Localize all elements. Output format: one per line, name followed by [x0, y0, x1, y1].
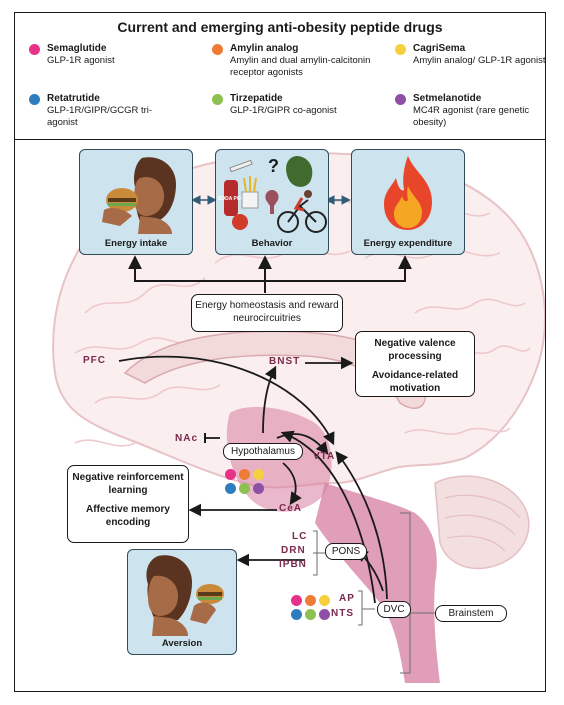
aversion-panel: Aversion — [127, 549, 237, 655]
drug-description: GLP-1R agonist — [47, 55, 115, 66]
tirzepatide-dot — [305, 609, 316, 620]
cagrisema-dot — [319, 595, 330, 606]
legend-title: Current and emerging anti-obesity peptid… — [117, 19, 443, 35]
tirzepatide-dot — [212, 94, 223, 105]
nac-label: NAc — [175, 433, 199, 444]
dvc-drug-dots — [291, 595, 337, 623]
drug-name: Semaglutide — [47, 43, 107, 54]
bnst-label: BNST — [269, 356, 301, 367]
amylin-analog-dot — [212, 44, 223, 55]
drug-description: Amylin and dual amylin-calcitonin recept… — [230, 55, 371, 78]
vta-label: VTA — [313, 451, 336, 462]
drn-label: DRN — [281, 545, 306, 556]
affective-memory-text: Affective memory encoding — [86, 504, 170, 528]
ap-label: AP — [339, 593, 355, 604]
drug-description: MC4R agonist (rare genetic obesity) — [413, 105, 530, 128]
drug-name: CagriSema — [413, 43, 466, 54]
negative-reinforcement-box: Negative reinforcement learning Affectiv… — [67, 465, 189, 543]
cerebellum — [434, 475, 530, 570]
cea-label: CeA — [279, 503, 303, 514]
drug-name: Retatrutide — [47, 93, 100, 104]
negative-valence-box: Negative valence processing Avoidance-re… — [355, 331, 475, 397]
tirzepatide-dot — [239, 483, 250, 494]
retatrutide-dot — [29, 94, 40, 105]
lc-label: LC — [292, 531, 308, 542]
brainstem-shape — [315, 483, 440, 683]
energy-homeostasis-box: Energy homeostasis and reward neurocircu… — [191, 294, 343, 332]
dvc-box: DVC — [377, 601, 411, 618]
setmelanotide-dot — [319, 609, 330, 620]
pfc-label: PFC — [83, 355, 106, 366]
behavior-panel: SODA POP ? Behavior — [215, 149, 329, 255]
drug-legend: Current and emerging anti-obesity peptid… — [15, 13, 545, 140]
negative-reinforcement-text: Negative reinforcement learning — [72, 472, 184, 496]
setmelanotide-dot — [395, 94, 406, 105]
amylin-analog-dot — [305, 595, 316, 606]
energy-expenditure-panel: Energy expenditure — [351, 149, 465, 255]
hypothalamus-drug-dots — [225, 469, 281, 499]
question-mark-icon: ? — [268, 156, 279, 176]
drug-description: GLP-1R/GIPR/GCGR tri-agonist — [47, 105, 153, 128]
retatrutide-dot — [225, 483, 236, 494]
avoidance-text: Avoidance-related motivation — [371, 370, 459, 394]
behavior-label: Behavior — [251, 238, 293, 249]
setmelanotide-dot — [253, 483, 264, 494]
energy-expenditure-label: Energy expenditure — [363, 238, 453, 249]
aversion-person-illustration — [146, 555, 224, 636]
brackets — [313, 512, 435, 674]
semaglutide-dot — [291, 595, 302, 606]
behavior-illustration: SODA POP ? — [218, 156, 327, 233]
semaglutide-dot — [225, 469, 236, 480]
pons-box: PONS — [325, 543, 367, 560]
negative-valence-text: Negative valence processing — [374, 338, 456, 362]
homeostasis-arrows — [128, 255, 412, 293]
figure-frame: Current and emerging anti-obesity peptid… — [14, 12, 546, 692]
brainstem-box: Brainstem — [435, 605, 507, 622]
eating-person-illustration — [102, 157, 176, 234]
drug-name: Amylin analog — [230, 43, 299, 54]
drug-name: Setmelanotide — [413, 93, 482, 104]
amylin-analog-dot — [239, 469, 250, 480]
energy-intake-label: Energy intake — [104, 238, 168, 249]
cagrisema-dot — [395, 44, 406, 55]
hypothalamus-box: Hypothalamus — [223, 443, 303, 460]
cagrisema-dot — [253, 469, 264, 480]
soda-label: SODA POP — [218, 196, 245, 202]
nts-label: NTS — [331, 608, 354, 619]
retatrutide-dot — [291, 609, 302, 620]
drug-description: GLP-1R/GIPR co-agonist — [230, 105, 337, 116]
semaglutide-dot — [29, 44, 40, 55]
aversion-label: Aversion — [161, 638, 203, 649]
energy-intake-panel: Energy intake — [79, 149, 193, 255]
drug-name: Tirzepatide — [230, 93, 283, 104]
lpbn-label: lPBN — [279, 559, 307, 570]
drug-description: Amylin analog/ GLP-1R agonist — [413, 55, 546, 66]
flame-icon — [384, 156, 432, 230]
